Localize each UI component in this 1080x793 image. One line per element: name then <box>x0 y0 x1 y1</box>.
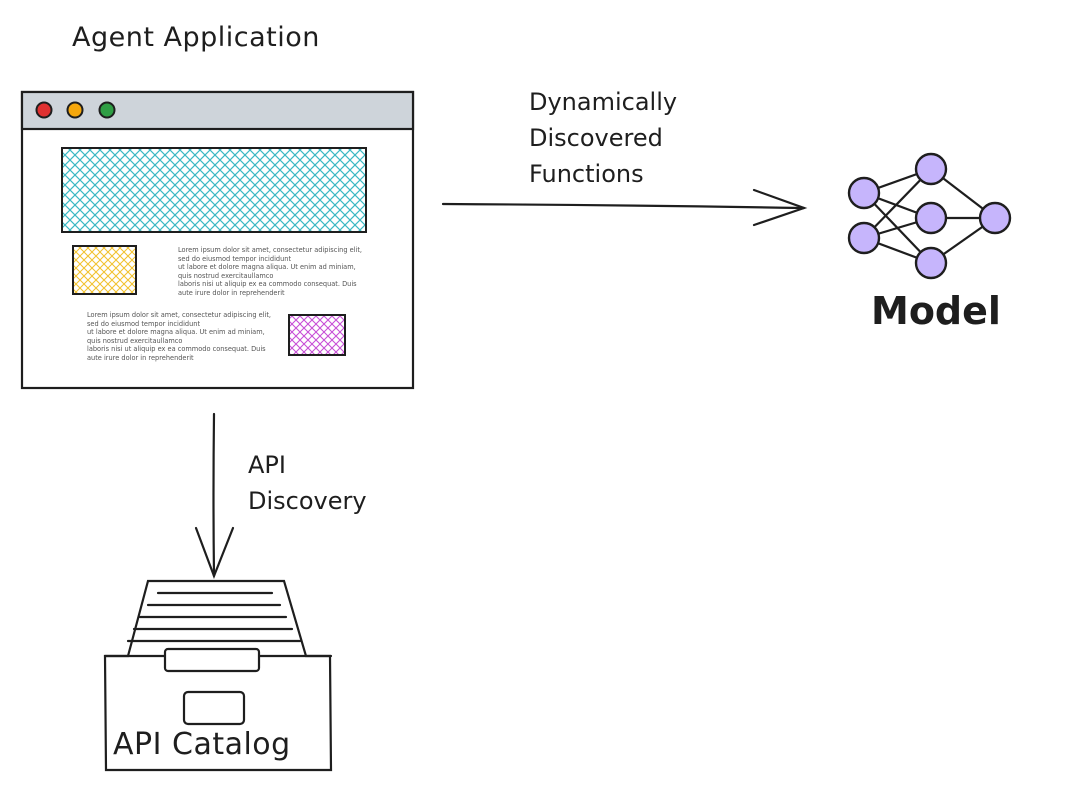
arrow-to-model <box>441 188 808 227</box>
neuron-input-2 <box>847 221 881 255</box>
neuron-hidden-3 <box>914 246 948 280</box>
neuron-output <box>978 201 1012 235</box>
agent-application-window <box>20 90 415 390</box>
model-label: Model <box>871 289 1001 333</box>
image-placeholder-yellow <box>72 245 137 295</box>
arrow-to-catalog <box>194 412 235 580</box>
neuron-input-1 <box>847 176 881 210</box>
maximize-dot-icon <box>98 101 116 119</box>
window-titlebar <box>20 90 415 131</box>
drawer-label-slot <box>182 690 246 726</box>
api-catalog-label: API Catalog <box>113 727 291 762</box>
agent-application-title: Agent Application <box>72 22 320 53</box>
placeholder-paragraph-2: Lorem ipsum dolor sit amet, consectetur … <box>87 311 272 362</box>
neuron-hidden-2 <box>914 201 948 235</box>
neural-network-icon <box>847 152 1012 280</box>
edge-label-dynamically-discovered-functions: Dynamically Discovered Functions <box>529 88 678 188</box>
hero-banner-placeholder <box>61 147 367 233</box>
edge-label-api-discovery: API Discovery <box>248 451 367 515</box>
file-drawer-icon <box>103 579 333 772</box>
placeholder-paragraph-1: Lorem ipsum dolor sit amet, consectetur … <box>178 246 363 297</box>
image-placeholder-purple <box>288 314 346 356</box>
close-dot-icon <box>35 101 53 119</box>
window-frame <box>20 90 415 390</box>
neuron-hidden-1 <box>914 152 948 186</box>
minimize-dot-icon <box>66 101 84 119</box>
